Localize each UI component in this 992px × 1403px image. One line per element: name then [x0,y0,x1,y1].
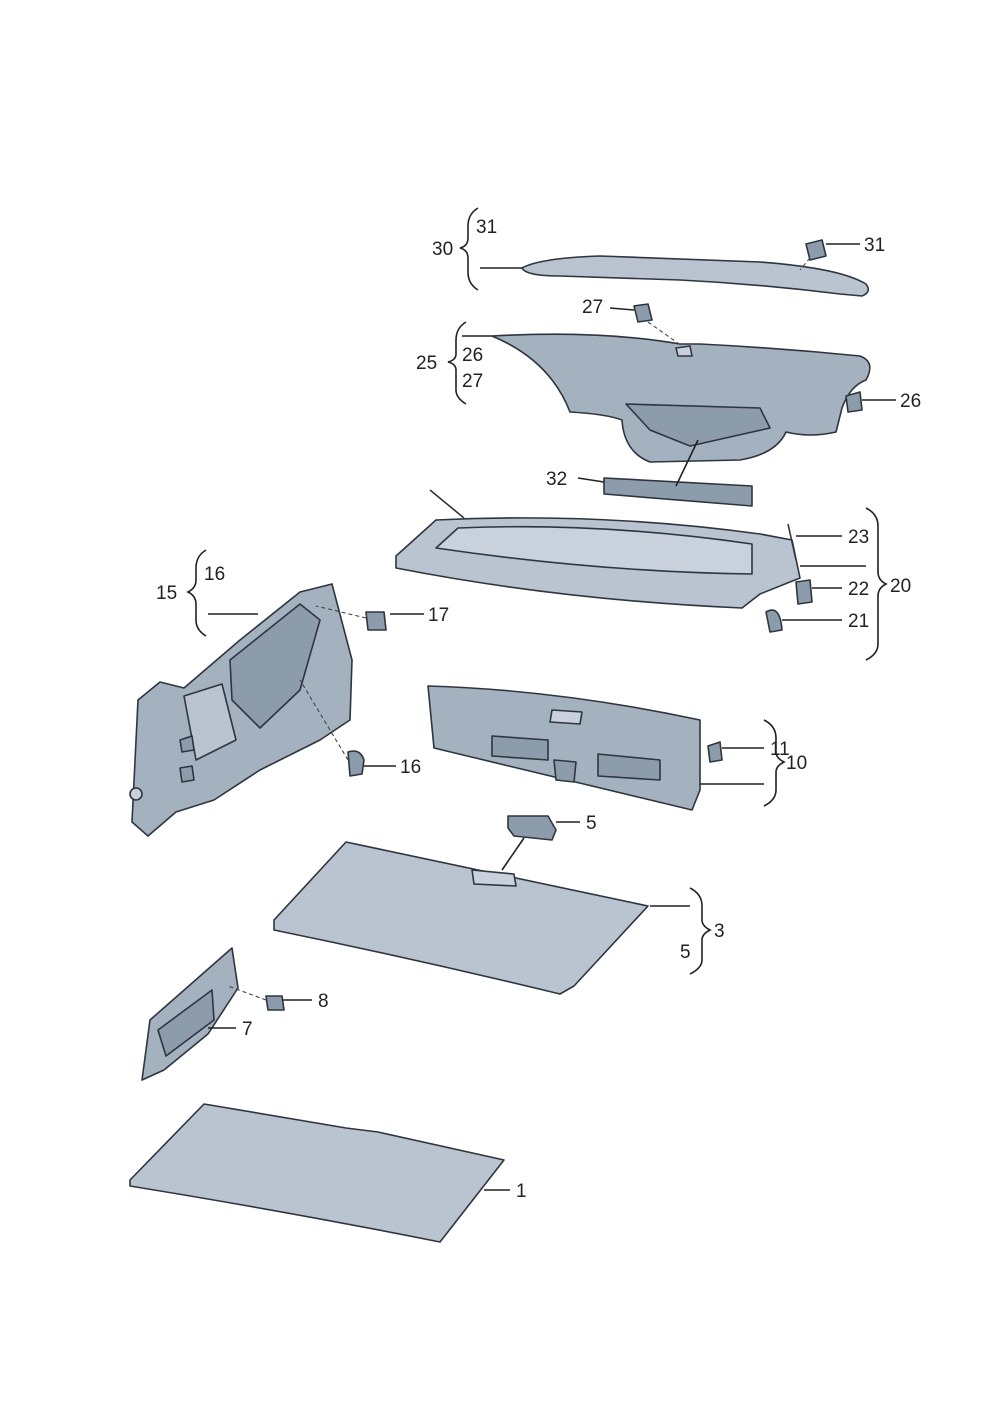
dash-16 [299,679,349,761]
callout-16-group: 16 [204,564,225,585]
brace-25 [447,321,467,405]
callout-10: 10 [786,753,807,774]
dash-17 [315,605,367,619]
leader-32 [577,477,605,483]
leader-27-clip [609,307,635,311]
trim-strip-30 [521,239,870,297]
dash-31 [799,257,811,271]
sill-trim-10 [427,685,723,811]
callout-17: 17 [428,605,449,626]
callout-5-grip: 5 [586,813,597,834]
screw-8 [265,995,285,1011]
callout-27-clip: 27 [582,297,603,318]
brace-15 [186,549,207,637]
parcel-shelf-20 [395,489,813,633]
screw-17 [365,611,387,631]
floor-mat-1 [129,1103,505,1243]
callout-31-group: 31 [476,217,497,238]
side-trim-15 [129,583,353,837]
callout-22: 22 [848,579,869,600]
callout-16-clip: 16 [400,757,421,778]
callout-20: 20 [890,576,911,597]
callout-5-cover: 5 [680,942,691,963]
callout-32: 32 [546,469,567,490]
brace-30 [459,207,479,291]
foam-strip-32 [603,477,753,507]
dash-5 [501,837,525,871]
callout-11: 11 [770,739,790,760]
callout-27-group: 27 [462,371,483,392]
dash-32 [675,439,699,487]
callout-30: 30 [432,239,453,260]
callout-21: 21 [848,611,869,632]
floor-cover-3 [273,841,649,995]
callout-3: 3 [714,921,725,942]
callout-15: 15 [156,583,177,604]
small-cover-7 [141,947,239,1081]
callout-8: 8 [318,991,329,1012]
callout-26-group: 26 [462,345,483,366]
callout-25: 25 [416,353,437,374]
grip-5 [507,815,557,841]
brace-10 [763,719,786,807]
clip-27 [633,303,653,323]
clip-16 [347,750,365,777]
callout-31-clip: 31 [864,235,885,256]
brace-3 [689,887,712,975]
shelf-cover-25 [491,333,871,463]
callout-23: 23 [848,527,869,548]
brace-20 [865,507,888,661]
callout-26-clip: 26 [900,391,921,412]
callout-7: 7 [242,1019,253,1040]
callout-1: 1 [516,1181,527,1202]
